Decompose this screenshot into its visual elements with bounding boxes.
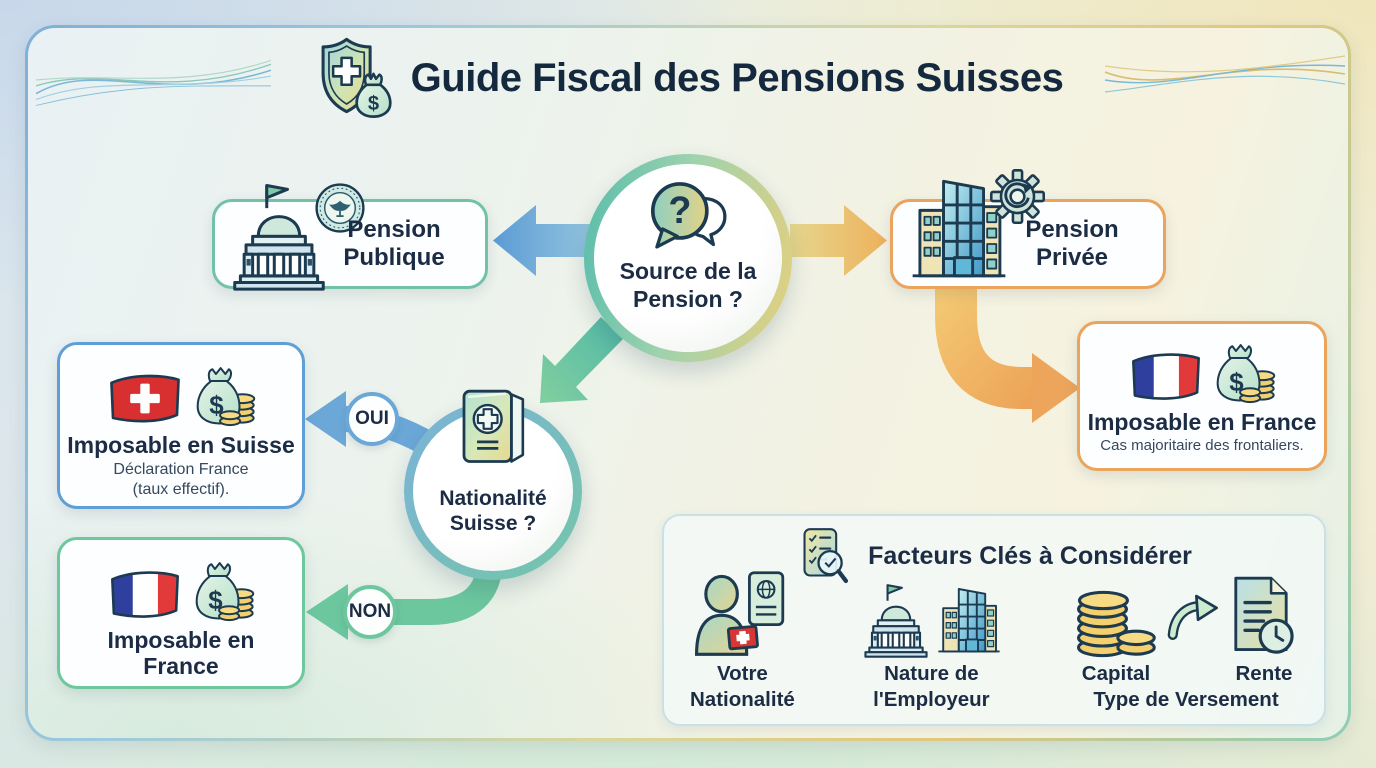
decorative-waves-left	[36, 59, 271, 106]
gear-icon	[989, 168, 1046, 225]
shield-money-icon: $	[321, 37, 392, 118]
switzerland-flag-icon	[727, 625, 760, 651]
factor-capital-label: Capital	[1081, 661, 1151, 685]
imposable-france-gauche-label: Imposable en France	[107, 627, 255, 680]
factor-employeur-label: Nature de l'Employeur	[873, 662, 990, 711]
facteurs-panel: Facteurs Clés à Considérer	[662, 514, 1326, 726]
transfer-arrow-icon	[1167, 594, 1218, 640]
source-pension-label: Source de la Pension ?	[619, 258, 757, 312]
node-imposable-france-non: Imposable en France	[57, 537, 305, 689]
node-nationalite-suisse: Nationalité Suisse ?	[404, 389, 582, 580]
factor-type-versement: Capital Rente Type de Versement	[1068, 566, 1304, 712]
decorative-waves-right	[1104, 55, 1346, 93]
facteurs-title: Facteurs Clés à Considérer	[868, 541, 1192, 570]
imposable-france-title: Imposable en France	[1087, 409, 1317, 435]
government-building-icon	[860, 580, 932, 658]
imposable-suisse-title: Imposable en Suisse	[67, 432, 295, 458]
pension-privee-label: Pension Privée	[1025, 215, 1119, 271]
imposable-france-subtitle: Cas majoritaire des frontaliers.	[1100, 437, 1304, 455]
node-pension-privee: Pension Privée	[890, 168, 1166, 289]
facteurs-header: Facteurs Clés à Considérer	[664, 526, 1324, 586]
question-chat-icon: ?	[650, 182, 727, 249]
france-flag-icon	[1128, 349, 1204, 404]
factor-rente-label: Rente	[1235, 661, 1293, 685]
official-seal-icon	[315, 183, 365, 233]
nationalite-suisse-label: Nationalité Suisse ?	[439, 487, 547, 536]
factor-type-label: Type de Versement	[1093, 688, 1279, 711]
money-bag-coins-icon	[1210, 338, 1276, 404]
node-source-pension: ? Source de la Pension ?	[584, 154, 792, 362]
passport-icon	[462, 389, 525, 463]
svg-text:?: ?	[668, 189, 691, 231]
pension-publique-label: Pension Publique	[343, 215, 445, 271]
office-building-icon	[936, 583, 1002, 658]
switzerland-flag-icon	[106, 370, 184, 427]
facteurs-items: Votre Nationalité Nature de l'Employeur	[690, 566, 1304, 712]
branch-label-non: NON	[343, 585, 397, 639]
node-pension-publique: Pension Publique	[212, 183, 488, 289]
factor-nationalite-label: Votre Nationalité	[690, 662, 795, 711]
node-imposable-suisse: Imposable en Suisse Déclaration France (…	[57, 342, 305, 509]
imposable-suisse-subtitle: Déclaration France (taux effectif).	[113, 461, 249, 498]
checklist-magnifier-icon	[803, 528, 849, 584]
factor-employeur: Nature de l'Employeur	[860, 580, 1002, 712]
page-header: $ Guide Fiscal des Pensions Suisses	[0, 36, 1376, 120]
person-identity-icon	[695, 571, 785, 657]
page-title: Guide Fiscal des Pensions Suisses	[410, 55, 1064, 100]
factor-nationalite: Votre Nationalité	[690, 569, 795, 712]
money-bag-coins-icon	[189, 556, 255, 622]
node-imposable-france-privee: Imposable en France Cas majoritaire des …	[1077, 321, 1327, 471]
branch-label-oui: OUI	[345, 392, 399, 446]
money-bag-coins-icon	[190, 361, 256, 427]
coins-stack-icon	[1076, 590, 1156, 657]
svg-text:$: $	[368, 93, 379, 115]
france-flag-icon	[107, 567, 183, 622]
annuity-document-clock-icon	[1234, 576, 1294, 654]
